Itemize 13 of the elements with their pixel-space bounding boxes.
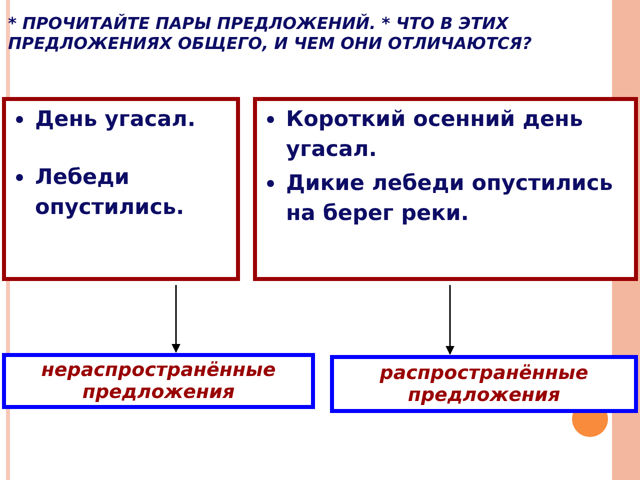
sentence: Короткий осенний день угасал. [286, 106, 584, 164]
arrow [446, 285, 454, 355]
arrow [172, 285, 180, 353]
category-label: нераспространённые предложения [40, 359, 277, 403]
sentence: Дикие лебеди опустились на берег реки. [286, 170, 614, 228]
sentence: День угасал. [35, 106, 196, 134]
sentence: Лебеди опустились. [35, 164, 186, 222]
category-box [2, 353, 315, 409]
slide-title: * ПРОЧИТАЙТЕ ПАРЫ ПРЕДЛОЖЕНИЙ. * ЧТО В ЭТИХ ПРЕДЛОЖЕНИЯХ ОБЩЕГО, И ЧЕМ ОНИ ОТЛИЧАЮТСЯ? [8, 14, 533, 54]
category-label: распространённые предложения [378, 362, 590, 406]
sentence-box [2, 97, 240, 281]
category-box [330, 355, 638, 413]
sentence-box [253, 97, 638, 281]
